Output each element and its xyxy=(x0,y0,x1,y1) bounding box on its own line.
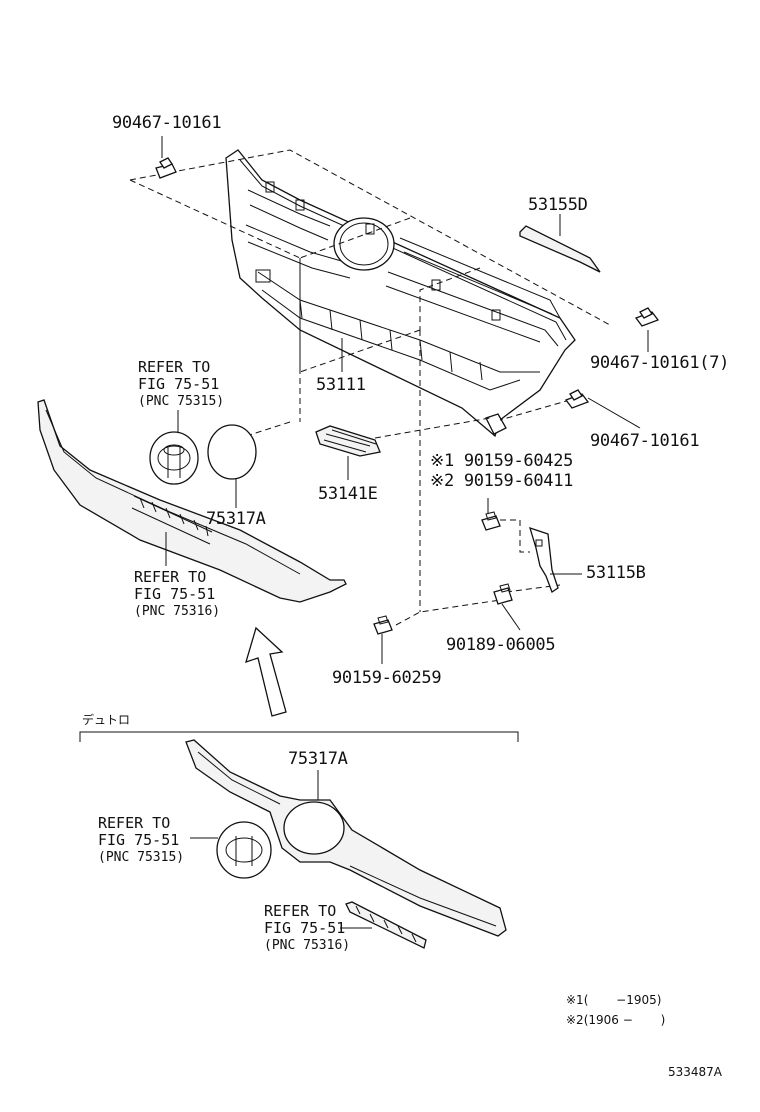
grille-insert-53141e-icon xyxy=(315,425,381,480)
label-clip-right: 90467-10161 xyxy=(590,431,699,451)
label-molding-53155d: 53155D xyxy=(528,195,588,215)
refer-nameplate-lower: REFER TO FIG 75-51 (PNC 75316) xyxy=(264,902,350,953)
note-1: ※1( −1905) xyxy=(566,993,661,1007)
figure-id: 533487A xyxy=(668,1065,723,1079)
nut-90189-icon xyxy=(493,583,521,631)
section-divider xyxy=(79,731,519,742)
molding-53155d-icon xyxy=(519,214,601,273)
label-emblem-cover-upper: 75317A xyxy=(206,509,266,529)
refer-line: REFER TO xyxy=(98,814,170,832)
refer-line: (PNC 75316) xyxy=(134,604,220,619)
refer-nameplate-upper: REFER TO FIG 75-51 (PNC 75316) xyxy=(134,568,220,619)
clip-right-7-icon xyxy=(634,307,660,352)
nameplate-icon xyxy=(131,495,213,545)
label-nut-90189: 90189-06005 xyxy=(446,635,555,655)
refer-emblem-upper: REFER TO FIG 75-51 (PNC 75315) xyxy=(138,358,224,409)
label-clip-right-7: 90467-10161(7) xyxy=(590,353,729,373)
label-emblem-cover-lower: 75317A xyxy=(288,749,348,769)
refer-line: REFER TO xyxy=(264,902,336,920)
front-garnish-molding xyxy=(37,399,347,603)
bolt-90159-icon xyxy=(481,498,501,531)
clip-right-icon xyxy=(564,389,641,429)
refer-line: (PNC 75315) xyxy=(98,850,184,865)
direction-arrow-icon xyxy=(245,626,287,717)
bracket-53115b-icon xyxy=(529,526,582,593)
refer-line: FIG 75-51 xyxy=(98,831,179,849)
label-bolt-note1: ※1 90159-60425 xyxy=(430,451,573,471)
label-grille-53111: 53111 xyxy=(316,375,366,395)
label-insert-53141e: 53141E xyxy=(318,484,378,504)
bolt-90159-60259-icon xyxy=(373,615,393,664)
refer-line: REFER TO xyxy=(138,358,210,376)
emblem-icon xyxy=(149,410,199,485)
note-2: ※2(1906 − ) xyxy=(566,1013,665,1027)
label-clip-top-left: 90467-10161 xyxy=(112,113,221,133)
clip-top-left-icon xyxy=(155,136,177,179)
garnish-75317a-icon xyxy=(185,739,507,937)
emblem-lower-icon xyxy=(190,821,272,879)
label-bracket-53115b: 53115B xyxy=(586,563,646,583)
refer-line: (PNC 75316) xyxy=(264,938,350,953)
emblem-cover-icon xyxy=(207,424,257,508)
section-label: デュトロ xyxy=(82,712,130,727)
label-bolt-note2: ※2 90159-60411 xyxy=(430,471,573,491)
refer-line: FIG 75-51 xyxy=(138,375,219,393)
refer-line: REFER TO xyxy=(134,568,206,586)
nameplate-lower-icon xyxy=(340,901,427,949)
refer-line: FIG 75-51 xyxy=(264,919,345,937)
refer-line: (PNC 75315) xyxy=(138,394,224,409)
refer-emblem-lower: REFER TO FIG 75-51 (PNC 75315) xyxy=(98,814,184,865)
label-bolt-90159-60259: 90159-60259 xyxy=(332,668,441,688)
radiator-grille xyxy=(225,149,576,438)
refer-line: FIG 75-51 xyxy=(134,585,215,603)
